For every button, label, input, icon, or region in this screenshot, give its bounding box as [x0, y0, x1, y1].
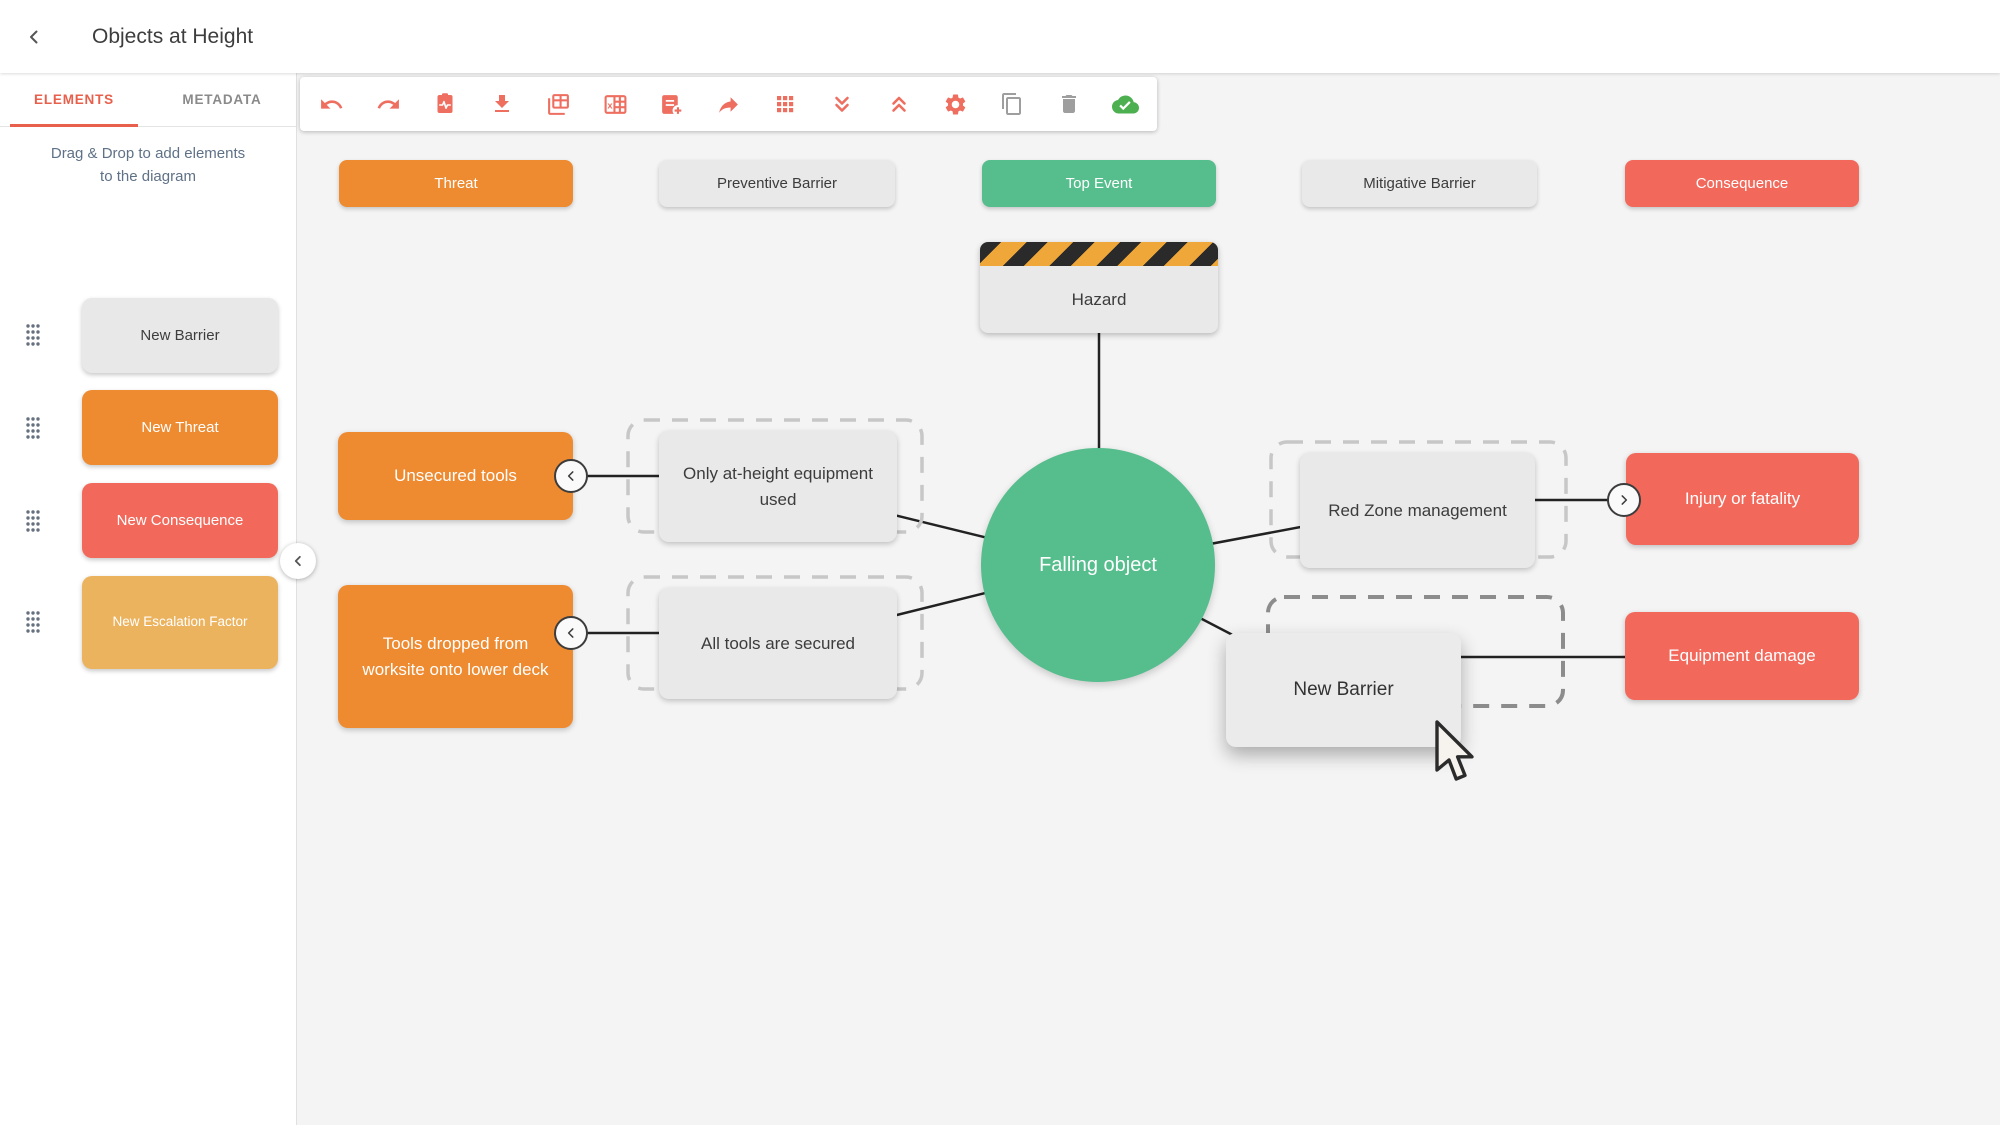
- palette-label: New Threat: [141, 419, 219, 436]
- report-button[interactable]: [431, 91, 458, 118]
- header-label: Preventive Barrier: [716, 175, 838, 192]
- threat-label: Unsecured tools: [394, 466, 517, 486]
- copy-table-button[interactable]: [545, 91, 572, 118]
- chevron-left-icon: [567, 471, 574, 481]
- download-icon: [494, 95, 509, 112]
- save-status-button[interactable]: [1111, 91, 1139, 118]
- settings-button[interactable]: [942, 91, 969, 118]
- redo-button[interactable]: [375, 91, 402, 118]
- connector-button-consequence-1[interactable]: [1607, 483, 1641, 517]
- svg-text:x: x: [607, 100, 613, 110]
- palette-new-barrier[interactable]: New Barrier: [82, 298, 278, 373]
- consequence-label: Injury or fatality: [1684, 489, 1801, 509]
- palette-label: New Barrier: [140, 327, 220, 344]
- barrier-label: All tools are secured: [700, 633, 856, 653]
- excel-export-button[interactable]: x: [602, 91, 629, 118]
- back-button[interactable]: [14, 17, 54, 57]
- page-title: Objects at Height: [92, 24, 254, 48]
- chevron-right-icon: [1621, 495, 1628, 505]
- cloud-check-icon: [1111, 95, 1139, 113]
- palette-new-threat[interactable]: New Threat: [82, 390, 278, 465]
- palette-label: New Consequence: [116, 512, 244, 529]
- gear-icon: [945, 94, 965, 114]
- add-note-button[interactable]: [658, 91, 685, 118]
- tab-elements[interactable]: ELEMENTS: [34, 92, 114, 107]
- palette-label: New Escalation Factor: [112, 614, 248, 630]
- barrier-label: New Barrier: [1293, 678, 1394, 700]
- chevron-left-icon: [294, 555, 301, 567]
- sidebar-collapse-button[interactable]: [280, 543, 316, 579]
- column-header-top-event: Top Event: [982, 160, 1216, 207]
- active-tab-indicator: [10, 124, 138, 127]
- barrier-label: Only at-height equipment used: [683, 464, 873, 509]
- chevron-double-up-icon: [891, 96, 906, 112]
- column-header-threat: Threat: [339, 160, 573, 207]
- share-button[interactable]: [715, 91, 742, 118]
- palette-new-escalation-factor[interactable]: New Escalation Factor: [82, 576, 278, 669]
- hazard-stripes: [980, 242, 1218, 266]
- threat-node-2[interactable]: Tools dropped from worksite onto lower d…: [338, 585, 573, 728]
- chevron-double-down-icon: [835, 96, 849, 112]
- sidebar: ELEMENTS METADATA Drag & Drop to add ele…: [0, 73, 297, 1125]
- palette-new-consequence[interactable]: New Consequence: [82, 483, 278, 558]
- copy-icon: [1001, 93, 1021, 115]
- consequence-node-1[interactable]: Injury or fatality: [1626, 453, 1859, 545]
- consequence-node-2[interactable]: Equipment damage: [1625, 612, 1859, 700]
- top-event-node[interactable]: Falling object: [981, 448, 1215, 682]
- header-label: Top Event: [1065, 175, 1133, 192]
- threat-label: Tools dropped from worksite onto lower d…: [362, 634, 549, 679]
- hazard-node[interactable]: Hazard: [980, 242, 1218, 333]
- column-header-consequence: Consequence: [1625, 160, 1859, 207]
- drag-drop-hint: Drag & Drop to add elements to the diagr…: [50, 145, 246, 185]
- barrier-label: Red Zone management: [1328, 500, 1507, 520]
- column-header-preventive-barrier: Preventive Barrier: [659, 160, 895, 207]
- top-event-label: Falling object: [1039, 553, 1157, 576]
- clipboard-pulse-icon: [437, 93, 453, 113]
- header-label: Consequence: [1695, 175, 1789, 192]
- undo-icon: [321, 98, 343, 109]
- mitigative-barrier-node-2-dragging[interactable]: New Barrier: [1226, 633, 1461, 747]
- header-label: Mitigative Barrier: [1363, 175, 1476, 192]
- connector-button-threat-2[interactable]: [554, 616, 588, 650]
- delete-button[interactable]: [1055, 91, 1082, 118]
- drag-handle-icon[interactable]: [24, 323, 42, 347]
- excel-export-icon: x: [604, 94, 626, 114]
- sidebar-tabbar: ELEMENTS METADATA: [0, 73, 296, 127]
- expand-all-button[interactable]: [885, 91, 912, 118]
- chevron-left-icon: [567, 628, 574, 638]
- undo-button[interactable]: [318, 91, 345, 118]
- table-multiple-icon: [547, 93, 569, 115]
- column-header-mitigative-barrier: Mitigative Barrier: [1302, 160, 1537, 207]
- collapse-all-button[interactable]: [828, 91, 855, 118]
- connector-button-threat-1[interactable]: [554, 459, 588, 493]
- mitigative-barrier-node-1[interactable]: Red Zone management: [1300, 453, 1535, 568]
- download-button[interactable]: [488, 91, 515, 118]
- duplicate-button[interactable]: [998, 91, 1025, 118]
- diagram-toolbar: x: [300, 77, 1157, 131]
- threat-node-1[interactable]: Unsecured tools: [338, 432, 573, 520]
- chevron-left-icon: [30, 30, 38, 43]
- note-add-icon: [662, 94, 684, 116]
- grid-icon: [777, 96, 794, 113]
- tab-metadata[interactable]: METADATA: [182, 92, 262, 107]
- hazard-label: Hazard: [1071, 289, 1127, 309]
- drag-handle-icon[interactable]: [24, 509, 42, 533]
- consequence-label: Equipment damage: [1668, 646, 1816, 666]
- redo-icon: [377, 98, 399, 109]
- top-app-bar: Objects at Height: [0, 0, 2000, 73]
- header-label: Threat: [434, 175, 478, 192]
- grid-layout-button[interactable]: [772, 91, 799, 118]
- share-icon: [719, 96, 738, 113]
- preventive-barrier-node-1[interactable]: Only at-height equipment used: [659, 431, 897, 542]
- drag-handle-icon[interactable]: [24, 416, 42, 440]
- drag-handle-icon[interactable]: [24, 610, 42, 634]
- trash-icon: [1061, 95, 1076, 113]
- preventive-barrier-node-2[interactable]: All tools are secured: [659, 588, 897, 699]
